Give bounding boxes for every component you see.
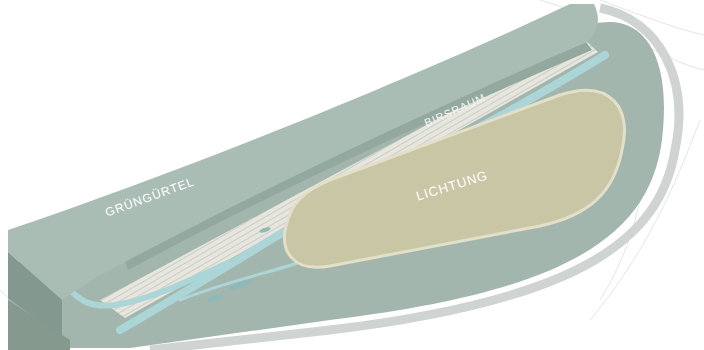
green-belt-top [8, 4, 598, 300]
green-belt-edge [125, 42, 592, 270]
green-belt-face [8, 252, 62, 338]
lower-terrain [8, 22, 664, 348]
